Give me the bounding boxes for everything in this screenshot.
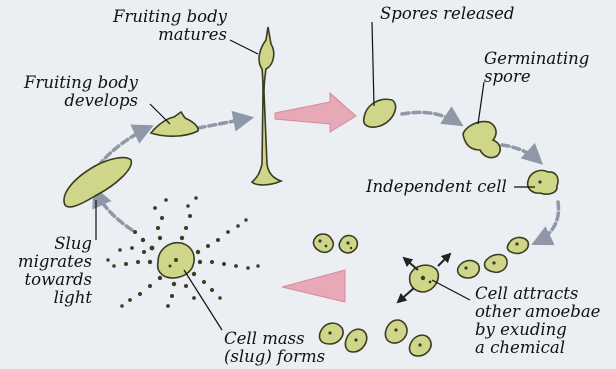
aggregating-cell xyxy=(458,261,480,278)
label-slug-migrates: Slug migrates towards light xyxy=(18,235,92,307)
label-cell-mass: Cell mass (slug) forms xyxy=(224,330,325,366)
label-independent-cell: Independent cell xyxy=(366,178,507,196)
independent-cell xyxy=(528,170,558,194)
label-cell-attracts: Cell attracts other amoebae by exuding a… xyxy=(475,285,600,357)
arrow-cell-to-aggregation xyxy=(535,202,559,243)
leader-spores-released xyxy=(372,22,374,106)
pink-arrow-release xyxy=(275,93,356,132)
label-fruiting-body-matures: Fruiting body matures xyxy=(113,8,227,44)
developing-fruiting-body xyxy=(151,112,198,136)
released-spore xyxy=(364,99,396,127)
slug xyxy=(64,158,131,207)
leader-fruiting-body-matures xyxy=(230,40,258,54)
leader-fruiting-body-develops xyxy=(150,104,170,124)
mature-fruiting-body xyxy=(252,27,281,185)
signal-arrow xyxy=(398,288,414,302)
aggregating-cell xyxy=(507,237,528,253)
arrow-mass-to-slug xyxy=(95,190,132,230)
label-fruiting-body-develops: Fruiting body develops xyxy=(24,74,138,110)
signal-arrow xyxy=(404,258,418,270)
signal-arrow xyxy=(438,254,450,266)
germinating-spore xyxy=(463,122,500,158)
label-spores-released: Spores released xyxy=(380,5,515,23)
arrow-spores-to-germinating xyxy=(402,112,460,124)
leader-cell-attracts xyxy=(432,280,470,300)
pink-arrow-mass xyxy=(282,270,345,302)
arrow-germinating-to-cell xyxy=(502,145,540,162)
label-germinating-spore: Germinating spore xyxy=(484,50,589,86)
aggregating-cell xyxy=(485,255,508,273)
leader-cell-mass xyxy=(184,270,222,330)
leader-germinating-spore xyxy=(478,82,484,124)
arrow-develops-to-matures xyxy=(198,118,250,128)
aggregating-cell xyxy=(313,234,333,252)
